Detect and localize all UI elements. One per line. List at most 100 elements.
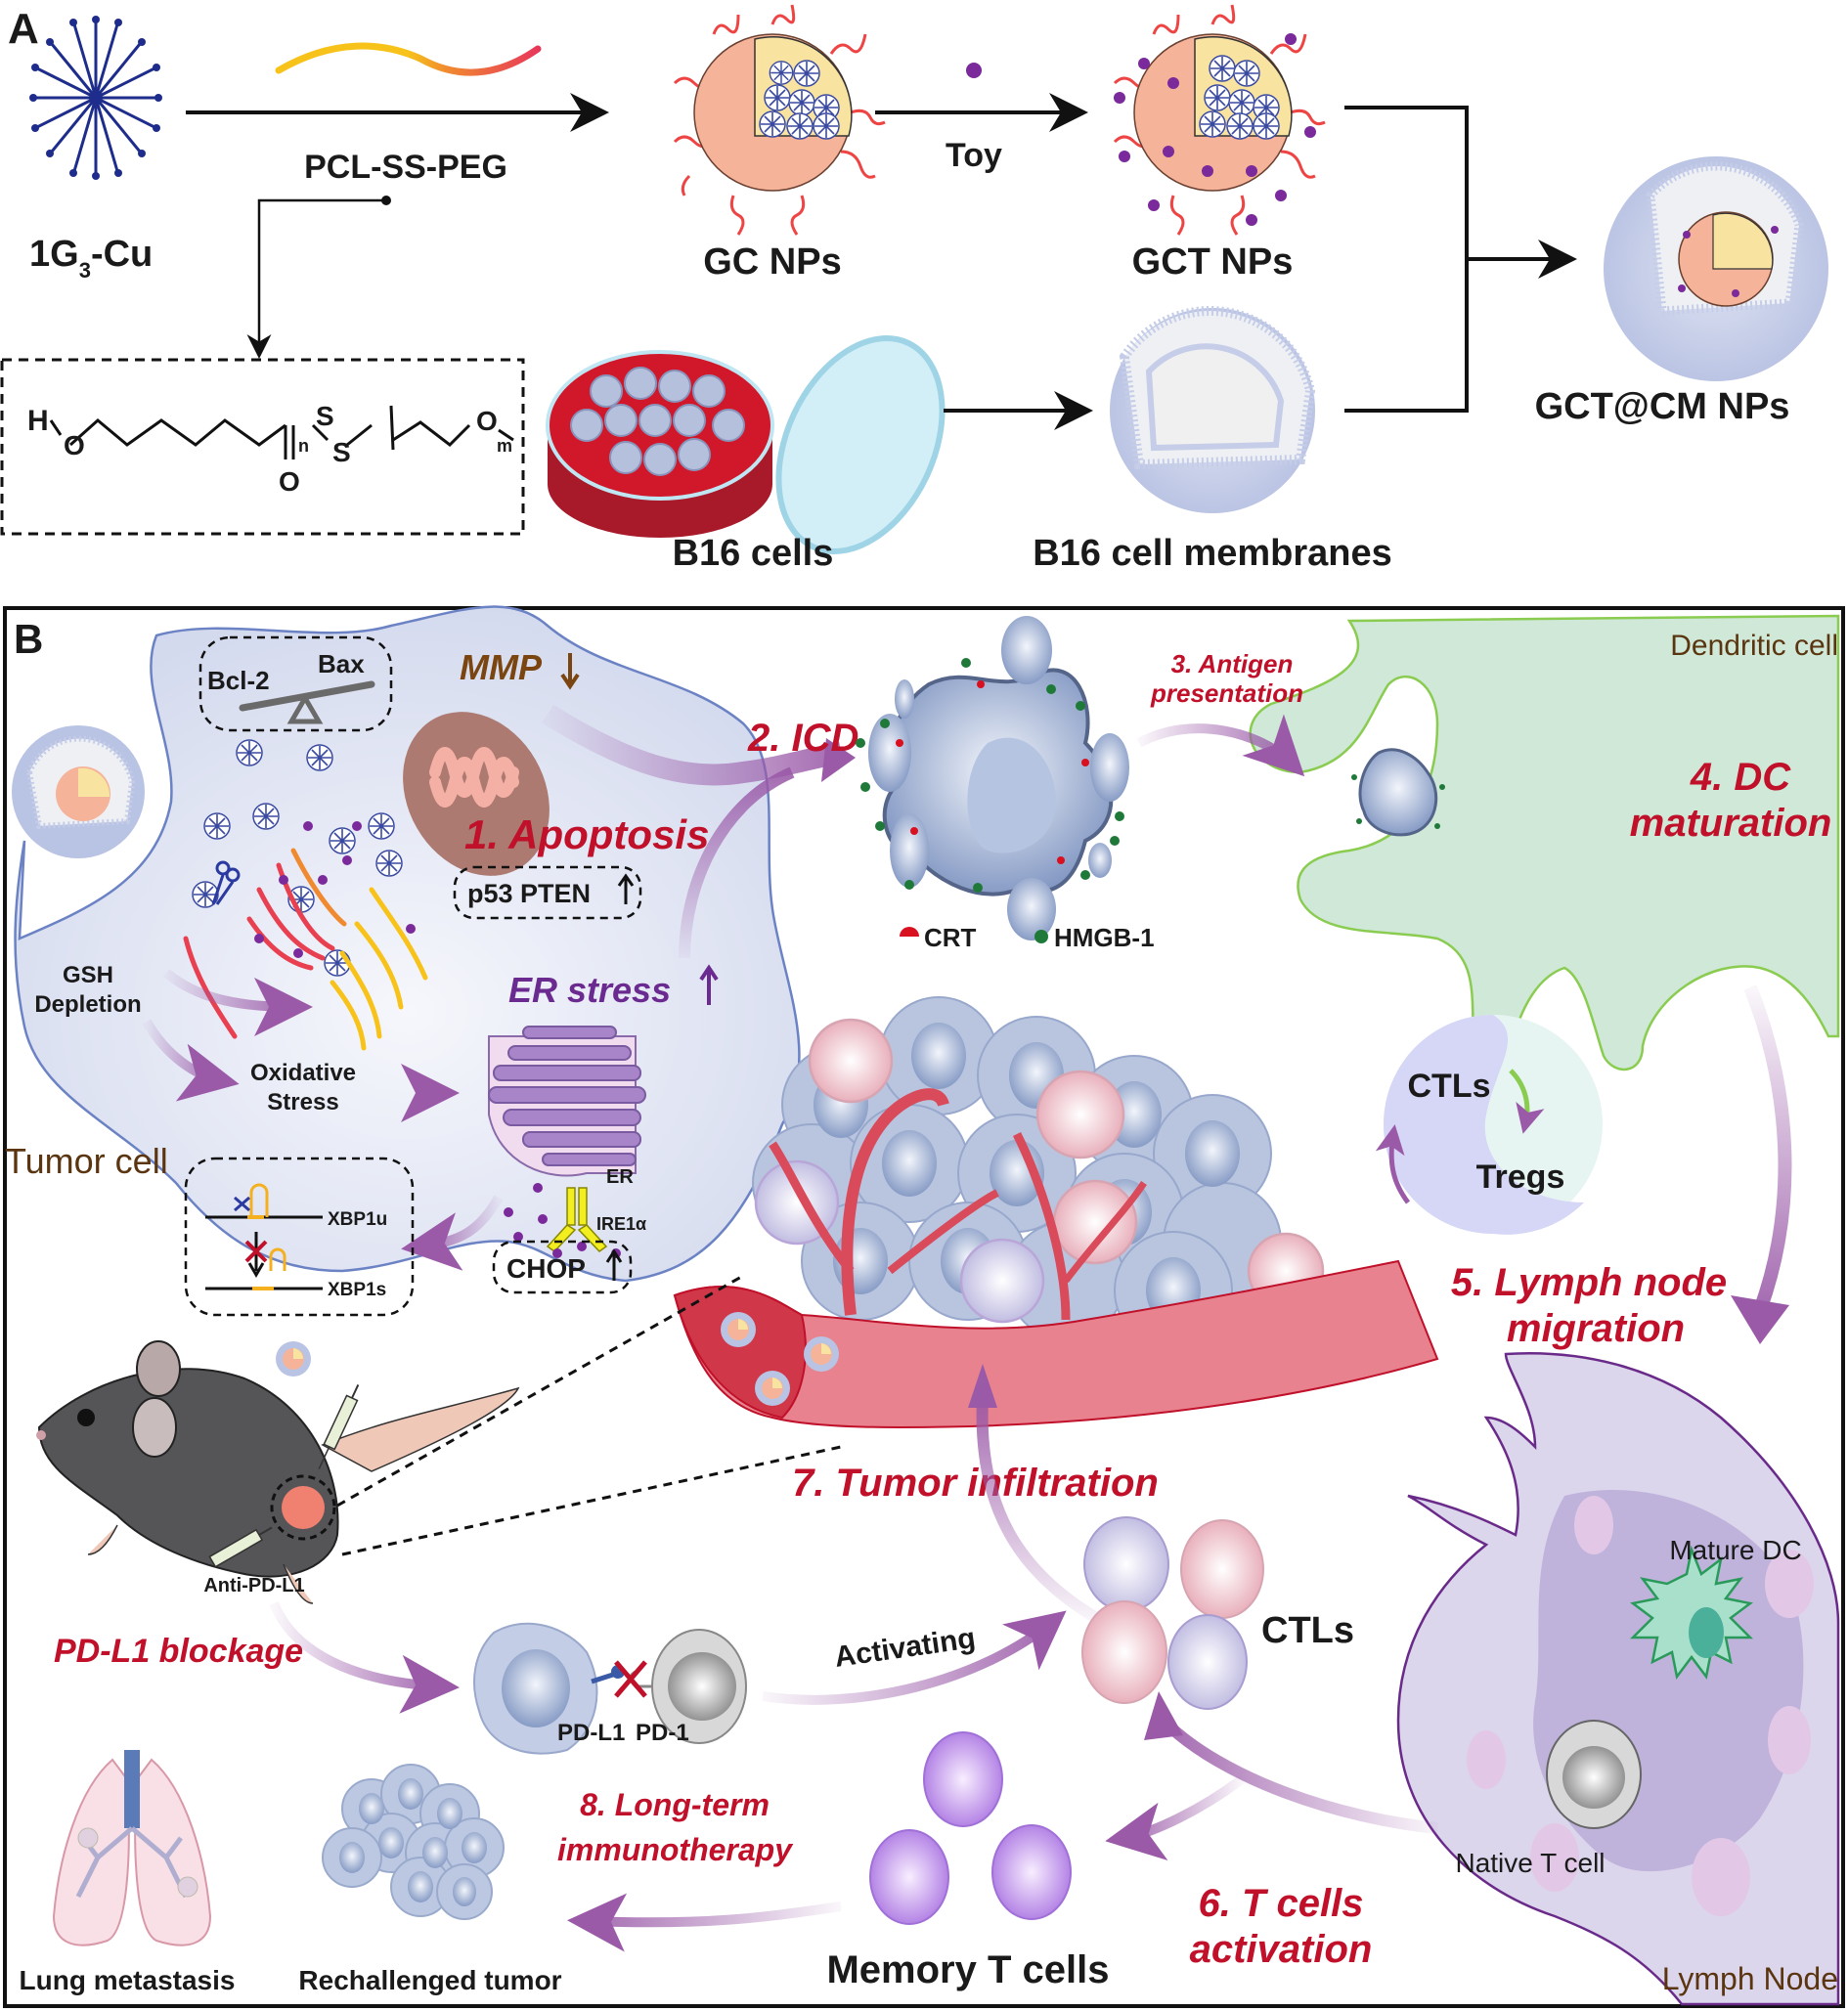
step4-line1: 4. DC: [1690, 756, 1791, 799]
antigen-presentation-arrow: [1136, 714, 1305, 777]
tumor-infiltration-arrow: [976, 1397, 1108, 1629]
chop-box: [492, 1240, 633, 1294]
gct-label: GCT NPs: [1132, 241, 1294, 283]
step6-line2: activation: [1190, 1928, 1373, 1971]
activating-arrow: [762, 1610, 1067, 1705]
engulfed-tumor-fragment-icon: [1351, 748, 1445, 837]
panel-a-label: A: [8, 5, 39, 53]
membranes-label: B16 cell membranes: [1033, 533, 1392, 574]
native-t-cell-label: Native T cell: [1455, 1848, 1605, 1878]
step3-line2: presentation: [1150, 678, 1303, 708]
zoom-line-top: [336, 1274, 744, 1508]
bcl2-bax-box: [198, 635, 393, 732]
bax-label: Bax: [318, 649, 365, 678]
er-to-icd-arrow: [679, 766, 795, 959]
ctl-to-treg-arrow: [1509, 1069, 1545, 1134]
mmp-down-arrow-icon: [560, 653, 580, 690]
gct-nanoparticle-icon: [1113, 4, 1326, 236]
ctl-cells-cluster: [1081, 1516, 1264, 1710]
lymph-node-icon: [1396, 1352, 1840, 2006]
polymer-label: PCL-SS-PEG: [304, 149, 507, 186]
svg-text:n: n: [298, 436, 309, 456]
er-stress-label: ER stress: [508, 970, 671, 1010]
mitochondrion-icon: [403, 712, 550, 876]
connector-dot: [381, 196, 391, 205]
xbp1-box: [184, 1157, 415, 1317]
dendritic-cell-label: Dendritic cell: [1670, 630, 1838, 662]
panel-b-label: B: [14, 616, 43, 662]
memory-t-cells-label: Memory T cells: [826, 1948, 1109, 1991]
crt-legend-icon: [900, 927, 919, 937]
scissors-icon: [211, 860, 241, 905]
oxidative-line2: Stress: [267, 1089, 338, 1115]
polymer-chain-icon: [275, 42, 542, 76]
er-label: ER: [606, 1166, 634, 1188]
svg-text:O: O: [64, 430, 85, 460]
step8-line2: immunotherapy: [557, 1832, 794, 1867]
lymph-node-label: Lymph Node: [1662, 1961, 1838, 1996]
pdl1-pd1-interaction-icon: [473, 1622, 747, 1755]
gct-cm-nanoparticle-icon: [1604, 156, 1828, 381]
svg-text:O: O: [476, 406, 498, 436]
mmp-to-icd-arrow: [542, 704, 843, 786]
b16-cells-label: B16 cells: [673, 533, 834, 574]
ctl-treg-balance-icon: [1384, 1015, 1603, 1235]
gc-label: GC NPs: [703, 241, 841, 283]
chem-labels: H O n S S O m O: [27, 401, 512, 497]
svg-text:O: O: [279, 466, 300, 497]
pdl1-blockage-arrow: [269, 1601, 460, 1714]
toy-molecules: [254, 821, 416, 958]
treg-to-ctl-arrow: [1375, 1124, 1411, 1204]
lymph-migration-arrowhead: [1731, 1295, 1789, 1344]
pdl1-blockage-label: PD-L1 blockage: [54, 1633, 303, 1670]
lymph-migration-arrow: [1743, 984, 1792, 1313]
crt-label: CRT: [924, 923, 977, 952]
er-stress-up-icon: [699, 964, 719, 1005]
gc-nanoparticle-icon: [673, 4, 886, 236]
oxidative-line1: Oxidative: [250, 1060, 356, 1086]
connector-arrow: [246, 198, 386, 359]
merge-bracket: [1344, 106, 1469, 413]
activation-arrowhead: [1144, 1691, 1183, 1740]
tregs-label: Tregs: [1476, 1159, 1565, 1196]
dendrimer-icon: [29, 16, 162, 180]
mmp-label: MMP: [460, 647, 543, 687]
tumor-cell-label: Tumor cell: [5, 1141, 168, 1181]
chop-up-arrow-icon: [605, 1248, 623, 1281]
svg-text:H: H: [27, 405, 49, 437]
final-label: GCT@CM NPs: [1535, 386, 1790, 427]
lungs-icon: [52, 1750, 212, 1946]
memory-t-cells-cluster: [869, 1731, 1072, 1925]
er-to-xbp1-arrow: [401, 1195, 504, 1271]
activation-to-ctl-arrow: [1159, 1716, 1438, 1834]
mature-dc-label: Mature DC: [1669, 1535, 1801, 1565]
step2-icd: 2. ICD: [747, 717, 858, 760]
step7-tumor-infiltration: 7. Tumor infiltration: [792, 1462, 1159, 1505]
ctls-balance-label: CTLs: [1408, 1068, 1491, 1105]
rechallenged-tumor-icon: [322, 1764, 505, 1920]
endoplasmic-reticulum-icon: [488, 1026, 646, 1177]
bcl2-label: Bcl-2: [207, 666, 270, 695]
long-term-arrow: [567, 1893, 842, 1952]
tumor-infiltration-arrowhead: [968, 1364, 997, 1408]
dendritic-cell-body: [1249, 614, 1840, 1081]
activating-label: Activating: [832, 1622, 977, 1674]
hmgb1-label: HMGB-1: [1054, 923, 1155, 952]
toy-molecule-icon: [966, 63, 982, 78]
mouse-icon: [36, 1340, 520, 1604]
pd1-label: PD-1: [636, 1720, 689, 1746]
dying-tumor-cell-icon: [856, 616, 1129, 940]
chem-structure-box: [0, 358, 525, 536]
up-arrow-icon: [617, 873, 635, 904]
hmgb1-legend-icon: [1034, 930, 1048, 943]
gsh-line1: GSH: [63, 962, 113, 988]
ctls-label: CTLs: [1261, 1610, 1354, 1651]
panel-b-frame: [3, 606, 1845, 2008]
lung-metastasis-label: Lung metastasis: [20, 1965, 236, 1995]
xbp1-splicing-icon: [205, 1183, 323, 1290]
pdl1-label: PD-L1: [557, 1720, 625, 1746]
icd-arrowhead: [821, 738, 856, 782]
step4-line2: maturation: [1630, 802, 1832, 845]
internalized-nanoparticle-icon: [12, 725, 145, 858]
